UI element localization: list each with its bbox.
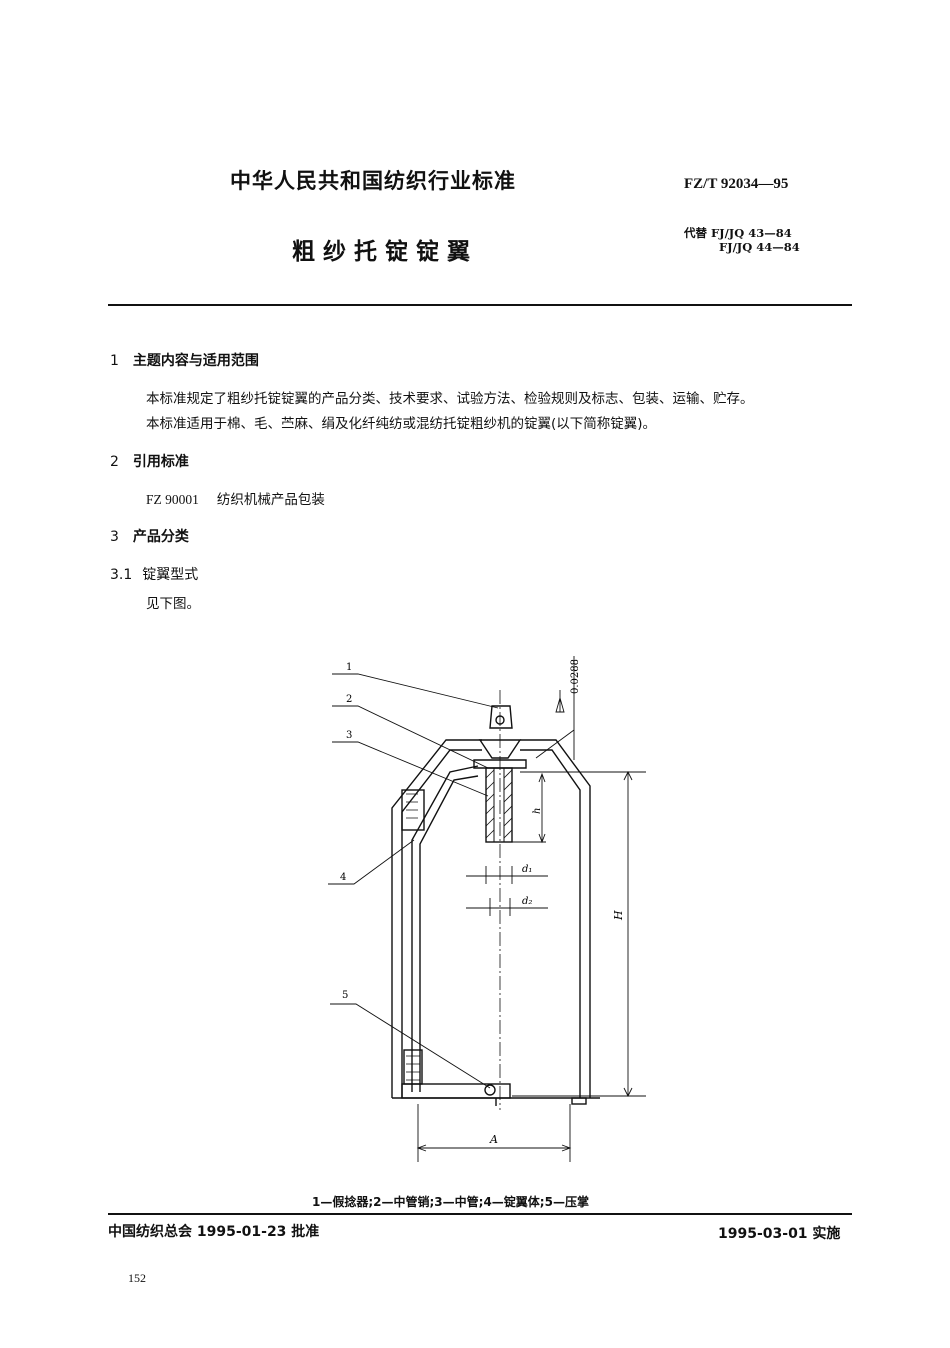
inner-arm-outer	[411, 765, 479, 1092]
right-arm-inner	[520, 749, 581, 1098]
standard-code: FZ/T 92034—95	[684, 176, 789, 192]
reference-standard: FZ 90001 纺织机械产品包装	[146, 488, 325, 508]
approval-line: 中国纺织总会 1995-01-23 批准	[108, 1224, 320, 1240]
section-3-heading: 3 产品分类	[110, 526, 189, 546]
callout-3: 3	[346, 730, 352, 741]
issuing-body-title: 中华人民共和国纺织行业标准	[230, 169, 516, 193]
section-3-1-number: 3.1	[110, 567, 133, 583]
section-2-number: 2	[110, 454, 119, 470]
section-3-1-title: 锭翼型式	[142, 567, 199, 583]
flyer-drawing: 1 2 3 4 5 h d₁ d₂ H A 0.0288	[328, 656, 646, 1162]
callout-5: 5	[342, 990, 348, 1001]
section-3-1-heading: 3.1 锭翼型式	[110, 564, 198, 584]
false-twister	[489, 705, 513, 729]
tolerance-value: 0.0288	[570, 659, 581, 694]
right-arm-outer	[520, 739, 591, 1098]
section-1-number: 1	[110, 353, 119, 369]
header-rule	[108, 304, 852, 306]
section-3-title: 产品分类	[132, 529, 189, 545]
callout-4: 4	[340, 872, 346, 883]
section-3-1-body: 见下图。	[146, 596, 200, 612]
section-1-heading: 1 主题内容与适用范围	[110, 350, 259, 370]
document-title: 粗纱托锭锭翼	[292, 239, 478, 265]
implementation-line: 1995-03-01 实施	[718, 1226, 841, 1242]
section-1-title: 主题内容与适用范围	[132, 353, 259, 369]
bottom-bar	[401, 1083, 511, 1099]
replaces-standard-2: FJ/JQ 44—84	[719, 240, 800, 254]
section-3-number: 3	[110, 529, 119, 545]
reference-name: 纺织机械产品包装	[216, 492, 325, 508]
callout-1: 1	[346, 662, 352, 673]
footer-rule	[108, 1213, 852, 1215]
dim-h-label: h	[532, 808, 543, 814]
center-tube	[485, 767, 513, 843]
callout-2: 2	[346, 694, 352, 705]
hub-block	[401, 789, 425, 831]
dim-d2-label: d₂	[522, 896, 532, 907]
dim-H-label: H	[612, 910, 625, 921]
section-2-title: 引用标准	[132, 454, 189, 470]
reference-code: FZ 90001	[146, 492, 199, 507]
presser-eye	[484, 1084, 496, 1096]
page-number: 152	[128, 1271, 146, 1285]
section-2-heading: 2 引用标准	[110, 451, 189, 471]
section-1-paragraph-1: 本标准规定了粗纱托锭锭翼的产品分类、技术要求、试验方法、检验规则及标志、包装、运…	[146, 391, 754, 407]
section-1-paragraph-2: 本标准适用于棉、毛、苎麻、绢及化纤纯纺或混纺托锭粗纱机的锭翼(以下简称锭翼)。	[146, 416, 657, 432]
figure-caption: 1—假捻器;2—中管销;3—中管;4—锭翼体;5—压掌	[312, 1195, 589, 1209]
replaces-standard-1: 代替 FJ/JQ 43—84	[684, 226, 792, 240]
dim-A-label: A	[489, 1133, 498, 1146]
left-arm-outer	[391, 739, 482, 1098]
dim-d1-label: d₁	[522, 864, 532, 875]
inner-arm-inner	[419, 775, 479, 1092]
left-arm-inner	[401, 749, 482, 1098]
